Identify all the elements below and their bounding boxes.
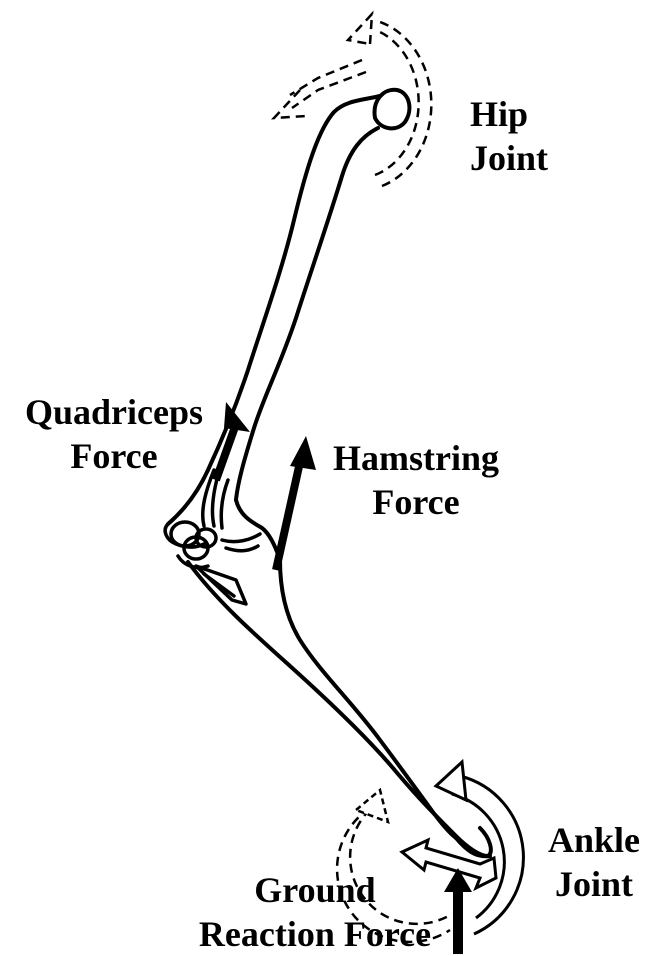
tibia-bone <box>188 560 491 856</box>
hamstring-force-label-line1: Hamstring <box>318 436 514 480</box>
ankle-joint-label: Ankle Joint <box>536 818 652 906</box>
hamstring-force-label-line2: Force <box>318 480 514 524</box>
ankle-joint-label-line2: Joint <box>536 862 652 906</box>
hip-joint-label-line2: Joint <box>470 136 548 180</box>
quadriceps-force-label-line1: Quadriceps <box>8 390 220 434</box>
knee-joint <box>165 462 260 604</box>
hamstring-force-label: Hamstring Force <box>318 436 514 524</box>
quadriceps-force-label-line2: Force <box>8 434 220 478</box>
ankle-joint-label-line1: Ankle <box>536 818 652 862</box>
quadriceps-force-label: Quadriceps Force <box>8 390 220 478</box>
ground-reaction-force-label: Ground Reaction Force <box>186 868 444 956</box>
hip-joint-label: Hip Joint <box>470 92 548 180</box>
ground-reaction-force-label-line1: Ground <box>186 868 444 912</box>
ground-reaction-force-label-line2: Reaction Force <box>186 912 444 956</box>
ground-reaction-force-arrow <box>444 868 472 954</box>
hamstring-force-arrow <box>276 436 316 570</box>
hip-joint-label-line1: Hip <box>470 92 548 136</box>
